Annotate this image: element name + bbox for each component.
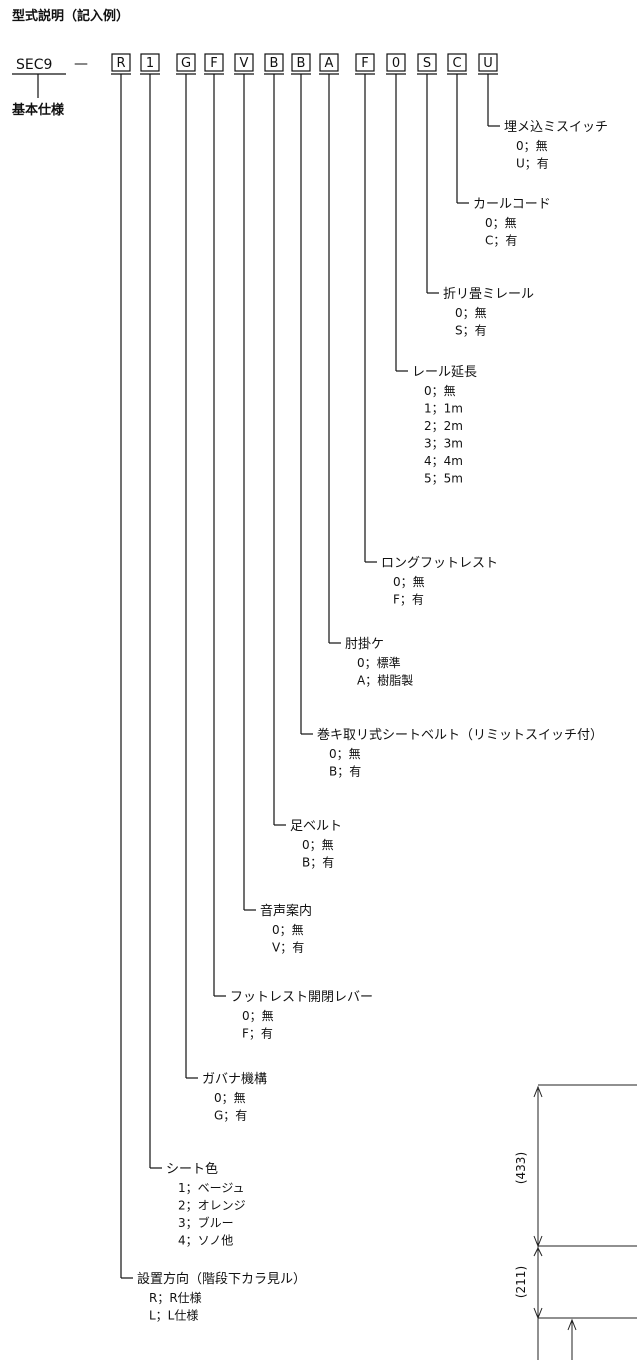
spec-title-10: フットレスト開閉レバー (230, 990, 373, 1005)
code-box-11 (417, 53, 437, 72)
connector-lines (111, 73, 500, 1279)
code-letter-12: C (452, 56, 461, 71)
code-box-4 (204, 53, 224, 72)
code-letter-7: B (297, 56, 306, 71)
prefix-dash: — (74, 56, 88, 72)
spec-title-1: 埋メ込ミスイッチ (504, 120, 608, 135)
dimension-211: (211) (514, 1266, 528, 1298)
spec-option-4-6: 5；5m (424, 472, 463, 486)
spec-option-10-1: 0；無 (242, 1008, 274, 1023)
spec-option-8-1: 0；無 (302, 837, 334, 852)
code-box-12 (447, 53, 467, 72)
spec-option-11-2: G；有 (214, 1109, 247, 1123)
arrow-down-211 (533, 1307, 543, 1320)
code-box-6 (264, 53, 284, 72)
spec-option-2-1: 0；無 (485, 215, 517, 230)
spec-option-4-3: 2；2m (424, 419, 463, 433)
code-box-7 (291, 53, 311, 72)
code-letter-2: 1 (146, 56, 154, 71)
arrow-up-433 (533, 1085, 543, 1098)
code-box-8 (319, 53, 339, 72)
spec-title-8: 足ベルト (290, 819, 342, 834)
heading: 型式説明（記入例） (12, 8, 129, 24)
spec-title-4: レール延長 (412, 365, 477, 380)
spec-option-8-2: B；有 (302, 856, 334, 870)
spec-option-13-2: L；L仕様 (149, 1309, 198, 1323)
spec-option-6-2: A；樹脂製 (357, 673, 413, 688)
code-letter-4: F (210, 56, 217, 71)
base-spec-label: 基本仕様 (11, 102, 65, 118)
code-letter-13: U (483, 56, 493, 71)
spec-option-9-1: 0；無 (272, 922, 304, 937)
spec-option-10-2: F；有 (242, 1027, 273, 1041)
code-box-5 (234, 53, 254, 72)
spec-option-7-1: 0；無 (329, 746, 361, 761)
spec-option-1-1: 0；無 (516, 138, 548, 153)
spec-option-4-2: 1；1m (424, 402, 463, 416)
code-box-3 (176, 53, 196, 72)
code-letter-5: V (240, 56, 249, 71)
arrow-up-211 (533, 1246, 543, 1257)
spec-option-5-1: 0；無 (393, 574, 425, 589)
spec-option-7-2: B；有 (329, 765, 361, 779)
code-box-13 (478, 53, 498, 72)
code-letter-10: 0 (392, 56, 400, 71)
model-prefix: SEC9 (16, 57, 52, 73)
spec-option-2-2: C；有 (485, 234, 517, 248)
spec-option-3-1: 0；無 (455, 305, 487, 320)
spec-option-13-1: R；R仕様 (149, 1291, 202, 1305)
spec-option-12-1: 1；ベージュ (178, 1181, 245, 1195)
code-box-9 (355, 53, 375, 72)
dimension-drawing: (433) (211) (514, 1084, 637, 1360)
arrow-up-secondary (567, 1318, 577, 1331)
spec-option-11-1: 0；無 (214, 1090, 246, 1105)
code-box-1 (111, 53, 131, 72)
spec-title-13: 設置方向（階段下カラ見ル） (137, 1271, 306, 1287)
spec-option-12-2: 2；オレンジ (178, 1199, 246, 1213)
code-box-2 (140, 53, 160, 72)
spec-option-4-1: 0；無 (424, 383, 456, 398)
spec-option-4-4: 3；3m (424, 437, 463, 451)
code-letter-1: R (116, 56, 125, 71)
spec-title-5: ロングフットレスト (381, 556, 498, 571)
code-letter-9: F (361, 56, 368, 71)
spec-title-9: 音声案内 (260, 903, 312, 919)
spec-option-5-2: F；有 (393, 593, 424, 607)
spec-title-2: カールコード (473, 197, 551, 212)
code-box-10 (386, 53, 406, 72)
spec-option-1-2: U；有 (516, 157, 549, 171)
code-letter-6: B (270, 56, 279, 71)
spec-title-7: 巻キ取リ式シートベルト（リミットスイッチ付） (317, 728, 603, 743)
spec-title-3: 折リ畳ミレール (443, 287, 534, 302)
spec-option-4-5: 4；4m (424, 454, 463, 468)
spec-option-12-4: 4；ソノ他 (178, 1234, 233, 1248)
spec-option-12-3: 3；ブルー (178, 1215, 234, 1230)
code-boxes: R 1 G F V B B A F 0 S C U (111, 53, 498, 72)
spec-title-6: 肘掛ケ (345, 637, 384, 652)
spec-option-3-2: S；有 (455, 324, 487, 338)
code-letter-11: S (423, 56, 431, 71)
spec-option-6-1: 0；標準 (357, 655, 401, 670)
spec-title-12: シート色 (166, 1161, 218, 1177)
dimension-433: (433) (514, 1152, 528, 1184)
arrow-down-433 (533, 1235, 543, 1248)
code-letter-3: G (181, 56, 191, 71)
spec-title-11: ガバナ機構 (202, 1072, 267, 1087)
code-letter-8: A (325, 56, 334, 71)
spec-option-9-2: V；有 (272, 941, 304, 955)
